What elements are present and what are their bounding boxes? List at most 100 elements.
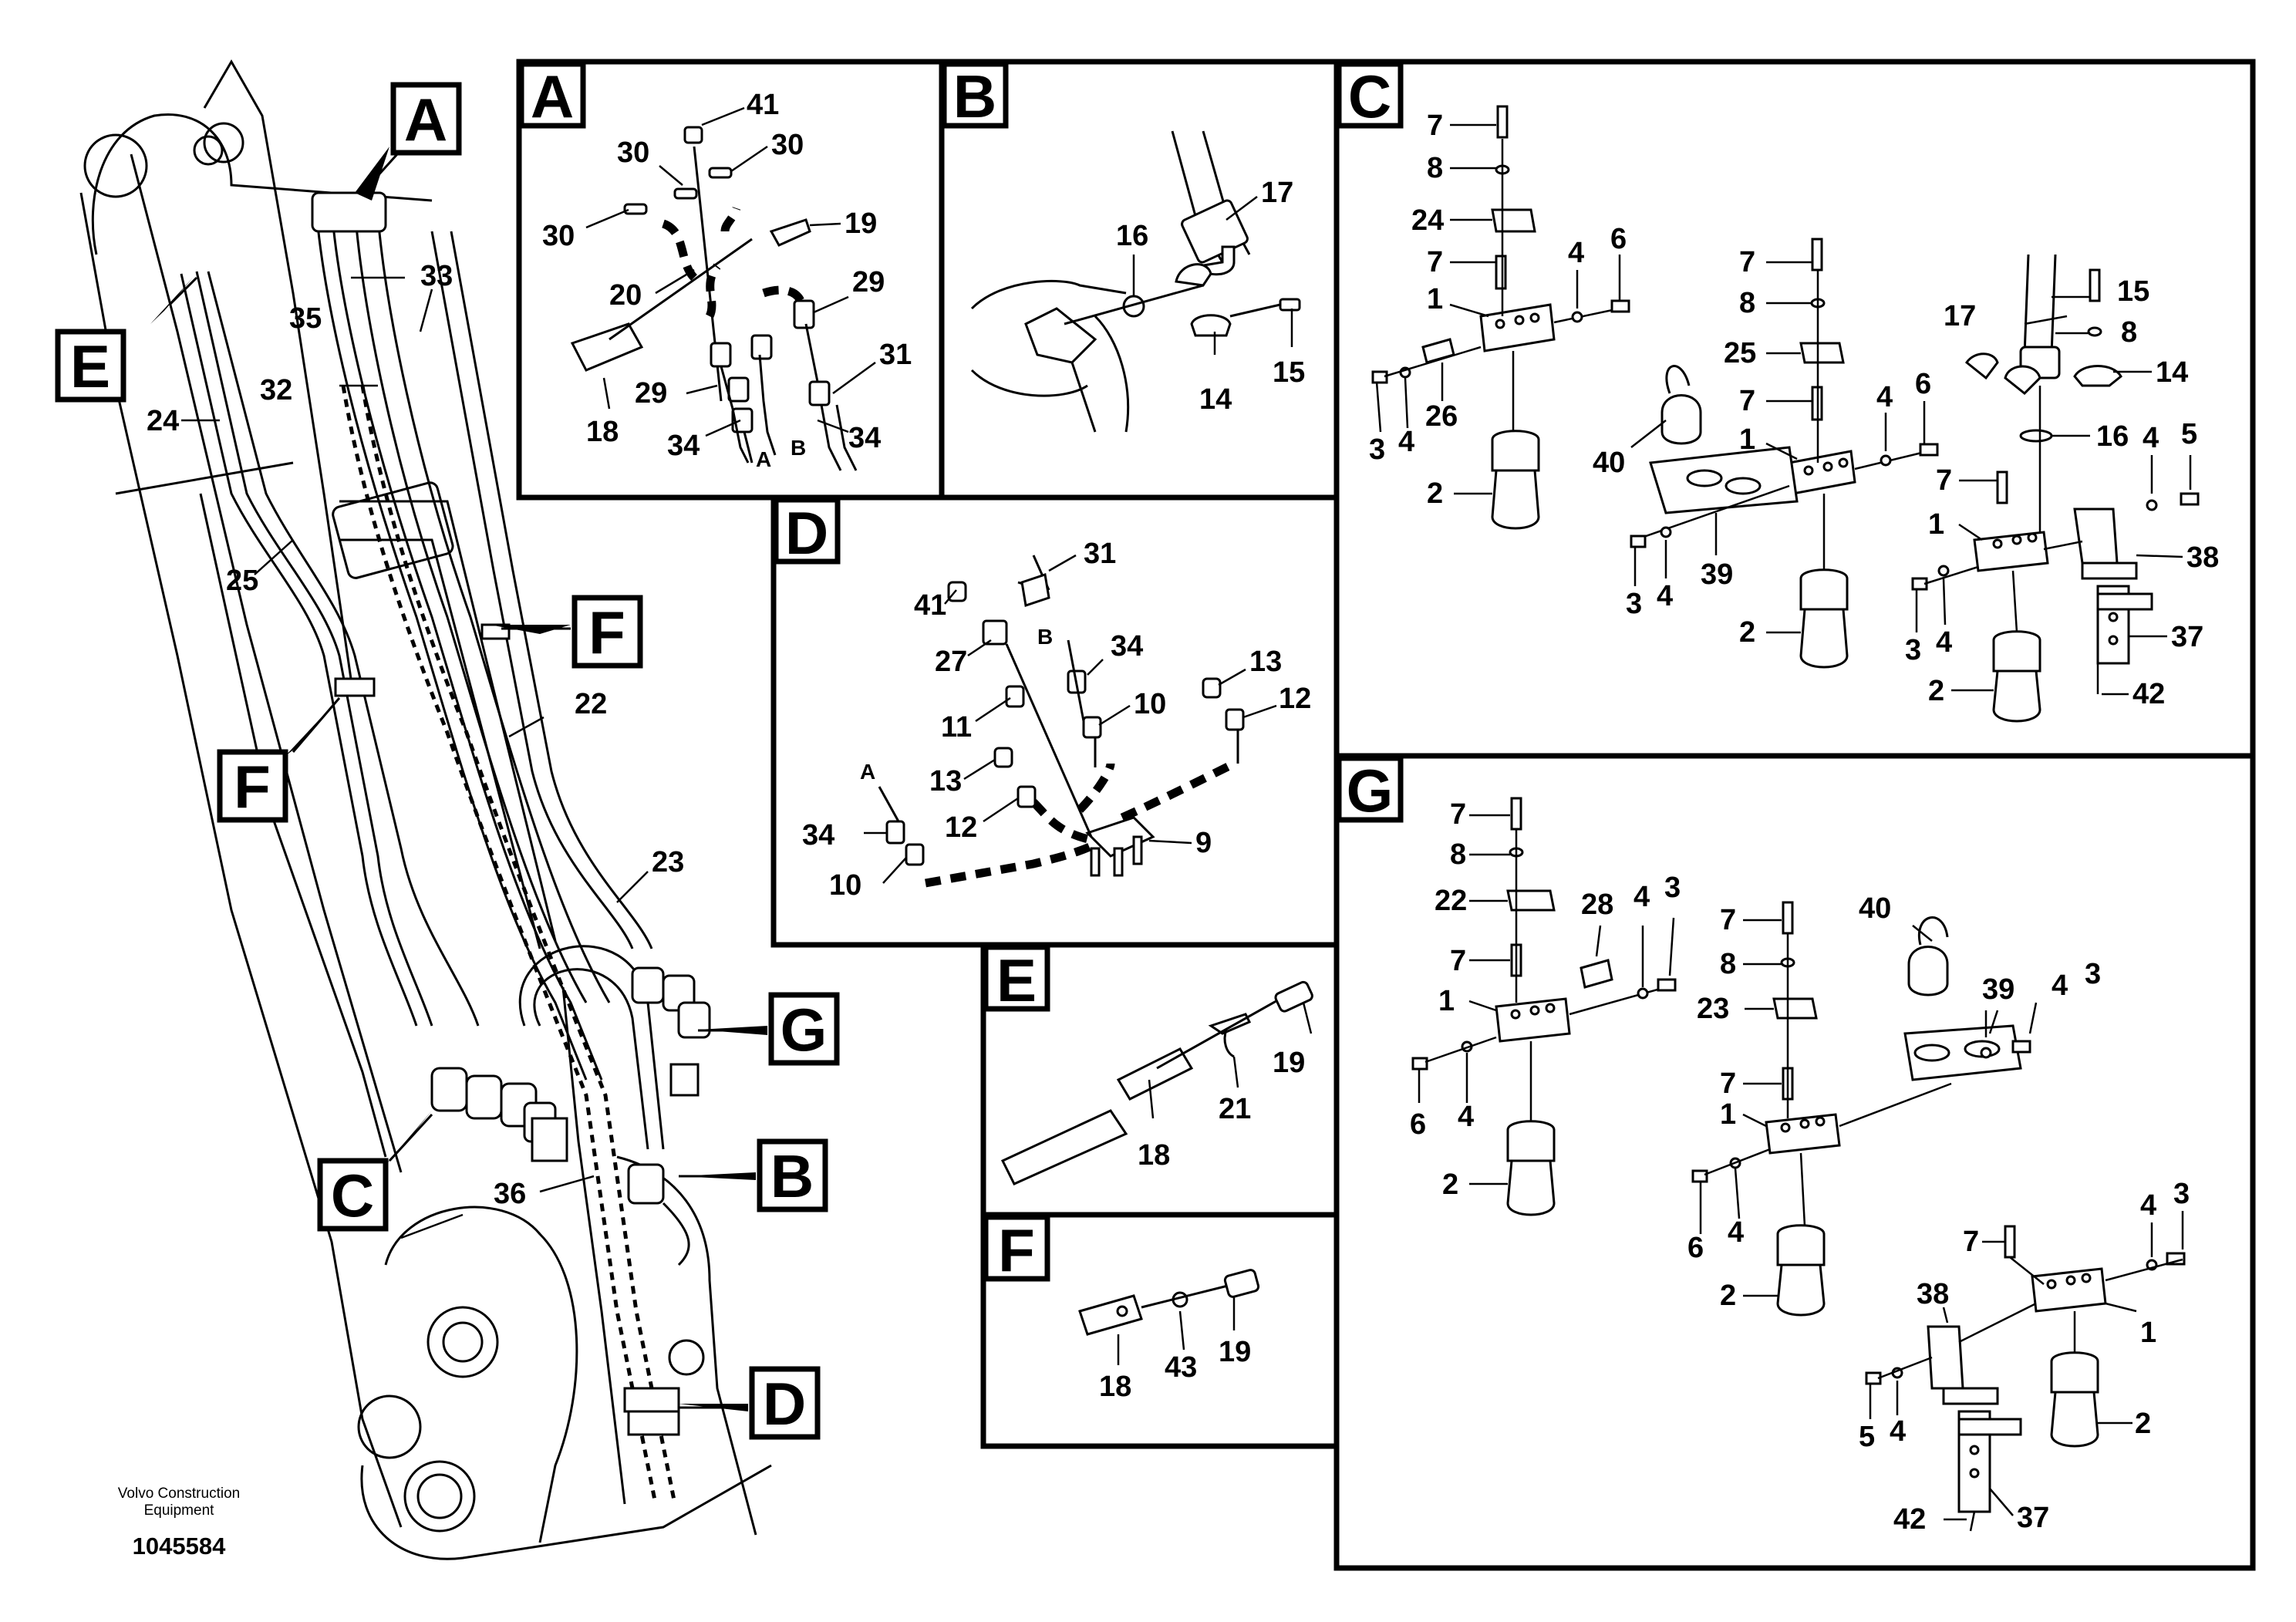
panel-b-letter: B — [953, 62, 996, 130]
panel-c-label-a8: 8 — [1427, 152, 1443, 184]
panel-f: F 18 43 19 — [980, 1212, 1340, 1449]
panel-c-label-a2: 2 — [1427, 477, 1443, 510]
panel-g-label-b8: 8 — [1720, 948, 1736, 980]
callout-d[interactable]: D — [749, 1366, 821, 1440]
panel-c-label-b7: 7 — [1739, 246, 1755, 278]
overview-drawing: 33 35 32 24 25 22 23 36 — [79, 59, 772, 1560]
panel-g-label-c7: 7 — [1963, 1226, 1979, 1258]
callout-b[interactable]: B — [757, 1138, 828, 1212]
callout-c[interactable]: C — [317, 1158, 389, 1232]
overview-label-25: 25 — [226, 565, 258, 597]
panel-d-label-n31: 31 — [1084, 538, 1116, 570]
panel-c-label-c4b: 4 — [1936, 626, 1952, 659]
panel-c-label-c15: 15 — [2117, 275, 2149, 308]
panel-a-label-n29a: 29 — [852, 266, 885, 298]
panel-c-label-a7b: 7 — [1427, 246, 1443, 278]
callouts-label-A: A — [404, 86, 447, 153]
panel-a: A — [516, 59, 945, 501]
cluster-g — [631, 966, 711, 1097]
panel-g-label-b23: 23 — [1697, 993, 1729, 1025]
document-number: 1045584 — [133, 1533, 226, 1560]
panel-g-label-c1: 1 — [2140, 1317, 2156, 1349]
panel-c-valve-group-1: 7 8 24 7 4 6 1 3 4 26 2 — [1369, 105, 1630, 530]
panel-c-label-b7b: 7 — [1739, 385, 1755, 417]
panel-a-label-n30c: 30 — [542, 220, 575, 252]
overview-label-35: 35 — [289, 302, 322, 335]
panel-c-label-a7: 7 — [1427, 110, 1443, 142]
callout-e[interactable]: E — [55, 329, 126, 403]
callout-g[interactable]: G — [768, 992, 840, 1066]
panel-g-label-a22: 22 — [1435, 885, 1467, 917]
cluster-c — [430, 1067, 568, 1162]
overview-label-23: 23 — [652, 846, 684, 878]
panel-c-label-a3: 3 — [1369, 433, 1385, 466]
panel-g-label-a4: 4 — [1633, 881, 1650, 913]
panel-c-label-a4: 4 — [1568, 237, 1584, 269]
panel-g-label-b7: 7 — [1720, 904, 1736, 936]
panel-b-label-n17: 17 — [1261, 177, 1293, 209]
callouts-label-F: F — [234, 753, 271, 821]
panel-f-label-n43: 43 — [1165, 1351, 1197, 1384]
panel-c-label-a24: 24 — [1411, 204, 1444, 237]
panel-c: C — [1333, 59, 2256, 759]
panel-g-label-a28: 28 — [1581, 889, 1613, 921]
panel-a-label-n19: 19 — [845, 207, 877, 240]
panel-g-label-a8: 8 — [1450, 838, 1466, 871]
panel-a-label-n34b: 34 — [848, 422, 881, 454]
callouts-label-B: B — [770, 1142, 814, 1210]
panel-g-label-a1: 1 — [1438, 985, 1455, 1017]
panel-e: E 19 21 18 — [980, 942, 1340, 1218]
panel-g: G — [1333, 753, 2256, 1571]
overview-label-36: 36 — [494, 1178, 526, 1210]
panel-d-letter: D — [785, 499, 828, 567]
panel-d-label-n9: 9 — [1195, 827, 1212, 859]
panel-d-label-n34b: 34 — [1111, 630, 1143, 663]
panel-g-label-a3: 3 — [1664, 872, 1681, 904]
panel-d-label-ta: A — [860, 760, 875, 784]
callout-f-upper[interactable]: F — [571, 595, 643, 669]
panel-a-label-n18: 18 — [586, 416, 619, 448]
panel-b-label-n15: 15 — [1273, 356, 1305, 389]
panel-a-label-tb: B — [791, 436, 806, 460]
panel-c-label-b4: 4 — [1876, 381, 1893, 413]
panel-c-label-b40: 40 — [1593, 447, 1625, 479]
panel-g-label-a6: 6 — [1410, 1108, 1426, 1141]
panel-g-label-c5: 5 — [1859, 1421, 1875, 1453]
overview-label-33: 33 — [420, 260, 453, 292]
panel-a-label-n29b: 29 — [635, 377, 667, 410]
callout-f-lower[interactable]: F — [217, 749, 288, 823]
panel-c-label-c5: 5 — [2181, 418, 2197, 450]
panel-c-label-a26: 26 — [1425, 400, 1458, 433]
callouts-label-C: C — [331, 1162, 374, 1229]
panel-f-label-n18: 18 — [1099, 1371, 1131, 1403]
panel-c-label-b8: 8 — [1739, 287, 1755, 319]
panel-d: D — [770, 494, 1340, 948]
panel-a-label-n31: 31 — [879, 339, 912, 371]
panel-g-label-c4b: 4 — [1890, 1415, 1906, 1448]
panel-g-label-c42: 42 — [1893, 1503, 1926, 1536]
cluster-d — [623, 1387, 680, 1436]
panel-g-label-c2: 2 — [2135, 1408, 2151, 1440]
panel-g-label-c3: 3 — [2173, 1178, 2190, 1210]
panel-e-label-n18: 18 — [1138, 1139, 1170, 1172]
panel-c-label-c8: 8 — [2121, 316, 2137, 349]
panel-g-label-b39: 39 — [1982, 973, 2014, 1006]
panel-c-label-b1: 1 — [1739, 423, 1755, 456]
panel-d-label-n13b: 13 — [929, 765, 962, 798]
panel-g-valve-group-2: 7 8 23 40 39 4 3 7 1 6 4 2 — [1687, 892, 2101, 1317]
panel-a-label-n30a: 30 — [617, 137, 649, 169]
panel-c-label-c3: 3 — [1905, 634, 1921, 666]
panel-g-label-b4b: 4 — [1728, 1216, 1744, 1249]
panel-g-label-a7b: 7 — [1450, 945, 1466, 977]
maker-name-line2: Equipment — [144, 1502, 215, 1519]
panel-d-label-n41: 41 — [914, 589, 946, 622]
panel-c-label-b4b: 4 — [1657, 580, 1673, 612]
callouts-label-G: G — [781, 996, 828, 1064]
panel-c-label-b6: 6 — [1915, 368, 1931, 400]
panel-c-label-a1: 1 — [1427, 283, 1443, 315]
panel-c-label-c4: 4 — [2143, 422, 2159, 454]
callout-a[interactable]: A — [390, 82, 462, 156]
panel-c-valve-group-2: 7 8 25 7 4 6 1 40 3 4 39 2 — [1593, 238, 1939, 669]
panel-a-label-n30b: 30 — [771, 129, 804, 161]
